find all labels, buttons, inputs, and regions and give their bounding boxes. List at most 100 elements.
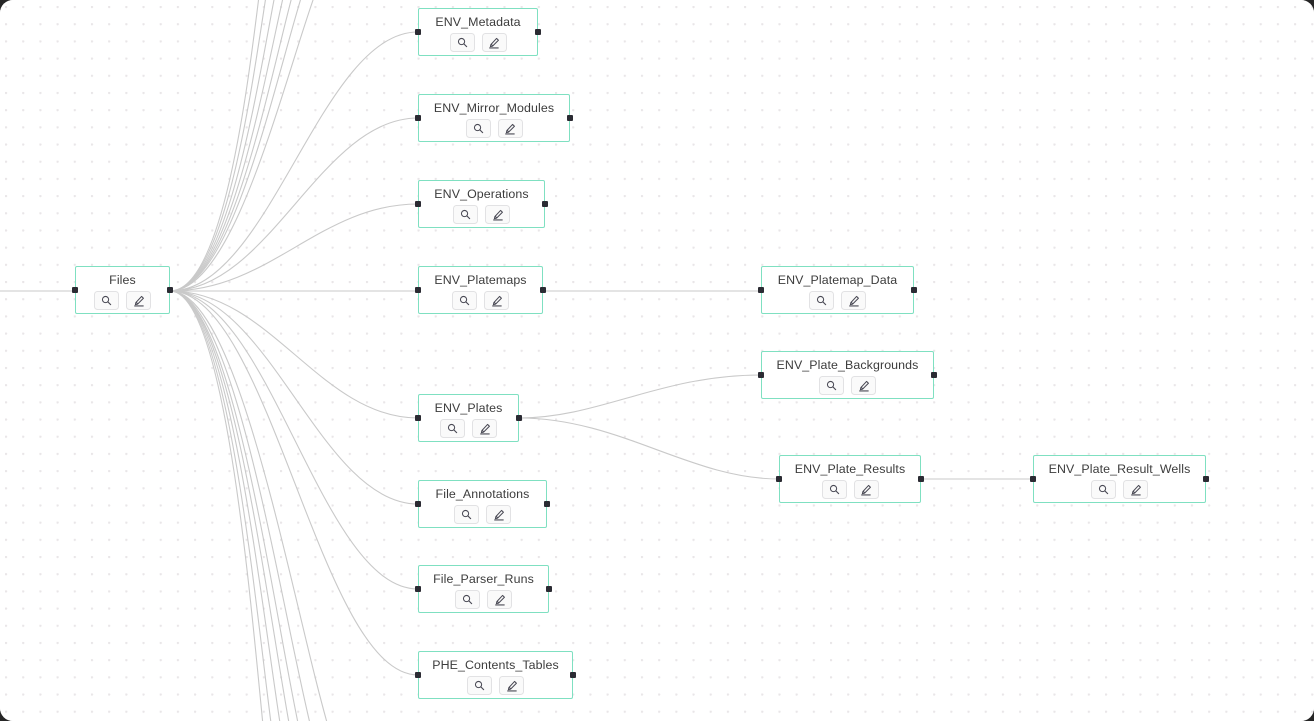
node-search-button[interactable]: [809, 291, 834, 310]
node-handle-source[interactable]: [166, 287, 173, 293]
node-handle-source[interactable]: [566, 115, 573, 121]
node-label: File_Parser_Runs: [433, 572, 534, 586]
node-actions: [452, 291, 509, 310]
node-label: File_Annotations: [435, 487, 530, 501]
node-actions: [440, 419, 497, 438]
node-edit-button[interactable]: [487, 590, 512, 609]
edit-pencil-icon: [861, 484, 871, 496]
node-handle-source[interactable]: [1202, 476, 1209, 482]
node-search-button[interactable]: [467, 676, 492, 695]
node-label: ENV_Metadata: [435, 15, 521, 29]
node-env_mirror_modules[interactable]: ENV_Mirror_Modules: [415, 94, 573, 142]
edit-pencil-icon: [493, 509, 504, 521]
node-search-button[interactable]: [454, 505, 479, 524]
node-actions: [819, 376, 876, 395]
node-handle-source[interactable]: [545, 586, 552, 592]
node-handle-source[interactable]: [534, 29, 541, 35]
node-search-button[interactable]: [449, 33, 475, 52]
node-handle-target[interactable]: [415, 115, 422, 121]
node-handle-source[interactable]: [515, 415, 522, 421]
node-search-button[interactable]: [453, 205, 478, 224]
node-handle-target[interactable]: [415, 29, 422, 35]
node-handle-source[interactable]: [917, 476, 924, 482]
node-handle-target[interactable]: [776, 476, 783, 482]
search-icon: [460, 209, 471, 220]
node-files[interactable]: Files: [72, 266, 173, 314]
edit-pencil-icon: [505, 123, 515, 135]
search-icon: [1098, 484, 1109, 495]
search-icon: [447, 423, 458, 434]
node-handle-source[interactable]: [930, 372, 937, 378]
node-edit-button[interactable]: [841, 291, 866, 310]
node-env_metadata[interactable]: ENV_Metadata: [415, 8, 541, 56]
node-edit-button[interactable]: [497, 119, 523, 138]
node-search-button[interactable]: [821, 480, 847, 499]
node-handle-source[interactable]: [539, 287, 546, 293]
node-edit-button[interactable]: [1123, 480, 1148, 499]
node-search-button[interactable]: [455, 590, 480, 609]
search-icon: [829, 484, 839, 495]
node-handle-target[interactable]: [415, 201, 422, 207]
node-edit-button[interactable]: [851, 376, 876, 395]
node-actions: [467, 676, 524, 695]
node-env_platemap_data[interactable]: ENV_Platemap_Data: [758, 266, 917, 314]
node-handle-source[interactable]: [541, 201, 548, 207]
edit-pencil-icon: [848, 295, 859, 307]
node-handle-source[interactable]: [569, 672, 576, 678]
node-handle-target[interactable]: [415, 672, 422, 678]
edit-pencil-icon: [491, 295, 502, 307]
node-handle-target[interactable]: [415, 586, 422, 592]
node-handle-target[interactable]: [758, 287, 765, 293]
node-handle-target[interactable]: [758, 372, 765, 378]
search-icon: [461, 509, 472, 520]
node-env_platemaps[interactable]: ENV_Platemaps: [415, 266, 546, 314]
edit-pencil-icon: [494, 594, 505, 606]
node-edit-button[interactable]: [126, 291, 151, 310]
edit-pencil-icon: [492, 209, 503, 221]
node-actions: [465, 119, 523, 138]
node-file_parser_runs[interactable]: File_Parser_Runs: [415, 565, 552, 613]
node-handle-source[interactable]: [910, 287, 917, 293]
node-handle-target[interactable]: [415, 287, 422, 293]
node-edit-button[interactable]: [486, 505, 511, 524]
node-handle-target[interactable]: [1030, 476, 1037, 482]
node-edit-button[interactable]: [481, 33, 507, 52]
edit-pencil-icon: [1130, 484, 1141, 496]
node-env_operations[interactable]: ENV_Operations: [415, 180, 548, 228]
node-edit-button[interactable]: [499, 676, 524, 695]
edit-pencil-icon: [479, 423, 490, 435]
search-icon: [462, 594, 473, 605]
node-env_plate_result_wells[interactable]: ENV_Plate_Result_Wells: [1030, 455, 1209, 503]
node-handle-target[interactable]: [72, 287, 79, 293]
node-env_plate_backgrounds[interactable]: ENV_Plate_Backgrounds: [758, 351, 937, 399]
node-actions: [94, 291, 151, 310]
node-actions: [455, 590, 512, 609]
search-icon: [473, 123, 483, 134]
node-search-button[interactable]: [452, 291, 477, 310]
node-label: ENV_Platemaps: [434, 273, 527, 287]
node-label: ENV_Plates: [434, 401, 503, 415]
node-phe_contents_tables[interactable]: PHE_Contents_Tables: [415, 651, 576, 699]
node-edit-button[interactable]: [472, 419, 497, 438]
node-search-button[interactable]: [465, 119, 491, 138]
node-search-button[interactable]: [440, 419, 465, 438]
node-search-button[interactable]: [1091, 480, 1116, 499]
node-search-button[interactable]: [94, 291, 119, 310]
node-actions: [1091, 480, 1148, 499]
node-edit-button[interactable]: [485, 205, 510, 224]
node-handle-source[interactable]: [543, 501, 550, 507]
edit-pencil-icon: [133, 295, 144, 307]
node-handle-target[interactable]: [415, 501, 422, 507]
node-edit-button[interactable]: [484, 291, 509, 310]
node-env_plates[interactable]: ENV_Plates: [415, 394, 522, 442]
search-icon: [459, 295, 470, 306]
node-label: ENV_Plate_Result_Wells: [1048, 462, 1191, 476]
node-handle-target[interactable]: [415, 415, 422, 421]
node-search-button[interactable]: [819, 376, 844, 395]
node-actions: [821, 480, 879, 499]
node-edit-button[interactable]: [853, 480, 879, 499]
node-env_plate_results[interactable]: ENV_Plate_Results: [776, 455, 924, 503]
node-file_annotations[interactable]: File_Annotations: [415, 480, 550, 528]
